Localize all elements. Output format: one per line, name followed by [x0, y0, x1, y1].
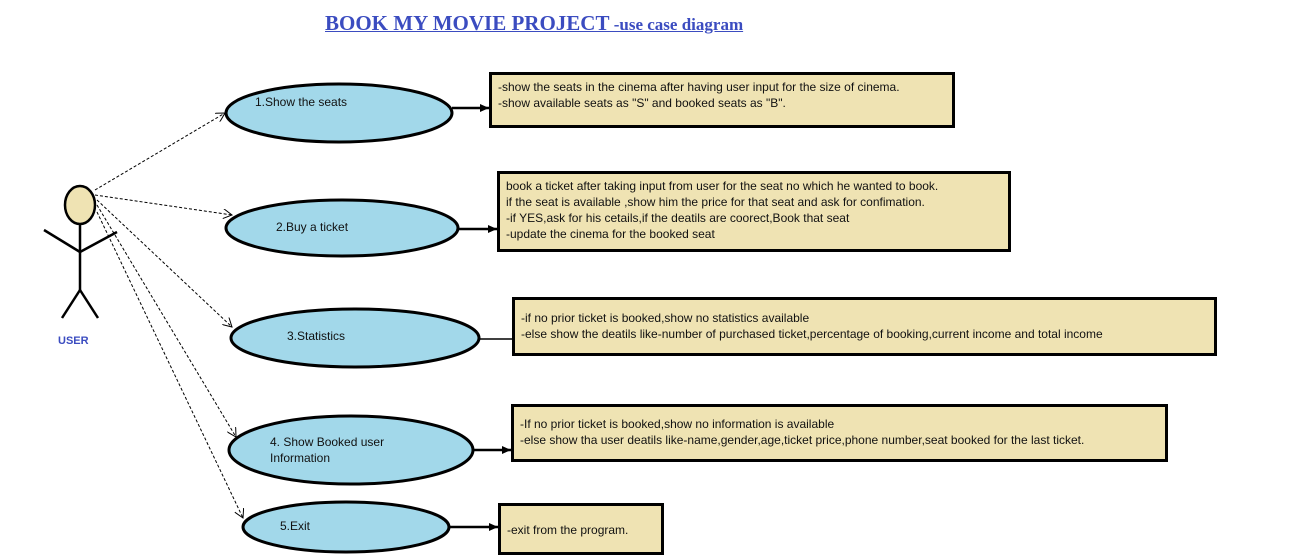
note-line: -exit from the program. [507, 523, 629, 537]
association-4 [96, 204, 236, 437]
use-case-5-label: 5.Exit [280, 519, 311, 533]
note-line: -if no prior ticket is booked,show no st… [521, 311, 810, 325]
use-case-1-ellipse [224, 82, 454, 144]
actor-right-arm [79, 230, 118, 254]
association-1 [94, 113, 225, 191]
use-case-5-ellipse [241, 500, 451, 554]
actor-left-arm [43, 228, 81, 254]
diagram-title: BOOK MY MOVIE PROJECT -use case diagram [325, 11, 743, 36]
title-subtitle: -use case diagram [609, 15, 744, 34]
use-case-1-label: 1.Show the seats [255, 95, 348, 109]
actor-label: USER [58, 335, 89, 347]
association-5 [96, 211, 243, 518]
note-line: -update the cinema for the booked seat [506, 227, 715, 241]
use-case-1-note: -show the seats in the cinema after havi… [489, 72, 955, 128]
use-case-3-note: -if no prior ticket is booked,show no st… [512, 297, 1217, 356]
note-line: -show available seats as "S" and booked … [498, 96, 786, 110]
note-line: -show the seats in the cinema after havi… [498, 80, 900, 94]
use-case-2-label: 2.Buy a ticket [276, 220, 349, 234]
association-3 [96, 199, 232, 327]
note-line: -If no prior ticket is booked,show no in… [520, 417, 835, 431]
title-main: BOOK MY MOVIE PROJECT [325, 11, 610, 35]
user-actor-figure [43, 184, 118, 319]
note-connectors [449, 104, 512, 531]
note-line: -else show tha user deatils like-name,ge… [520, 433, 1085, 447]
actor-left-leg [60, 289, 82, 319]
use-case-4-note: -If no prior ticket is booked,show no in… [511, 404, 1168, 462]
actor-head [63, 184, 97, 226]
note-line: -if YES,ask for his cetails,if the deati… [506, 211, 850, 225]
association-lines [94, 113, 243, 518]
actor-right-leg [78, 289, 100, 319]
note-line: if the seat is available ,show him the p… [506, 195, 925, 209]
use-case-5-note: -exit from the program. [498, 503, 664, 555]
note-line: book a ticket after taking input from us… [506, 179, 939, 193]
use-case-4-label: 4. Show Booked user Information [270, 435, 385, 465]
use-case-3-ellipse [229, 307, 481, 369]
note-line: -else show the deatils like-number of pu… [521, 327, 1103, 341]
association-2 [94, 194, 232, 215]
use-case-2-note: book a ticket after taking input from us… [497, 171, 1011, 252]
use-case-ellipses [224, 82, 481, 554]
use-case-3-label: 3.Statistics [287, 329, 346, 343]
